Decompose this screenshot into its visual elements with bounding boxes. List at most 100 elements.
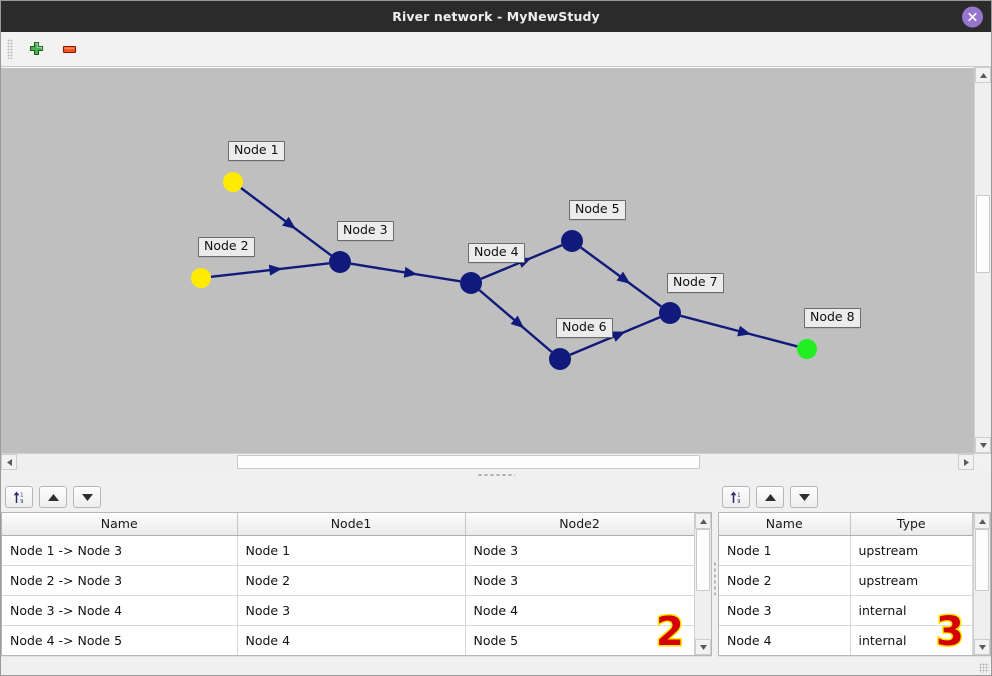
scroll-down-button[interactable] [975,437,991,453]
table-cell[interactable]: upstream [850,565,973,596]
column-header-name[interactable]: Name [2,513,238,536]
graph-node-label[interactable]: Node 5 [569,200,626,220]
table-cell[interactable]: Node 2 -> Node 3 [2,565,238,596]
graph-node[interactable] [329,251,351,273]
graph-node[interactable] [659,302,681,324]
canvas-hscroll-track[interactable] [17,454,958,470]
graph-node-label[interactable]: Node 2 [198,237,255,257]
reaches-vscroll-thumb[interactable] [696,529,710,591]
window-resize-grip-icon[interactable] [979,663,989,673]
nodes-vertical-scrollbar[interactable] [973,513,990,655]
sort-ascending-icon: 1 9 [13,491,23,505]
nodes-scroll-down-button[interactable] [974,639,990,655]
nodes-sort-button[interactable]: 1 9 [722,486,750,508]
nodes-vscroll-track[interactable] [974,529,990,639]
graph-node[interactable] [561,230,583,252]
table-cell[interactable]: internal [850,595,973,626]
graph-node[interactable] [549,348,571,370]
graph-node-label[interactable]: Node 7 [667,273,724,293]
graph-node[interactable] [797,339,817,359]
annotation-marker-3: 3 [935,609,966,655]
nodes-move-up-button[interactable] [756,486,784,508]
remove-node-button[interactable] [57,37,81,61]
table-cell[interactable]: Node 3 -> Node 4 [2,595,238,626]
graph-edge-arrow [268,264,283,276]
column-header-node1[interactable]: Node1 [237,513,466,536]
vertical-splitter-grip-icon [713,560,717,595]
graph-node-label[interactable]: Node 4 [468,243,525,263]
toolbar-drag-handle[interactable] [7,39,13,59]
table-cell[interactable]: Node 5 [465,625,694,655]
graph-edge-arrow [611,331,626,342]
table-cell[interactable]: Node 3 [237,595,466,626]
table-cell[interactable]: Node 1 -> Node 3 [2,535,238,566]
annotation-marker-2: 2 [655,609,686,655]
scroll-up-button[interactable] [975,67,991,83]
graph-node-label[interactable]: Node 3 [337,221,394,241]
canvas-vscroll-thumb[interactable] [976,195,990,273]
graph-node-label[interactable]: Node 1 [228,141,285,161]
reaches-scroll-up-button[interactable] [695,513,711,529]
table-cell[interactable]: upstream [850,535,973,566]
graph-node[interactable] [223,172,243,192]
column-header-name[interactable]: Name [719,513,851,536]
scroll-right-button[interactable] [958,454,974,470]
scroll-left-button[interactable] [1,454,17,470]
nodes-vscroll-thumb[interactable] [975,529,989,591]
reaches-scroll-down-button[interactable] [695,639,711,655]
canvas-horizontal-scrollbar[interactable] [1,453,991,471]
horizontal-splitter[interactable] [1,470,991,480]
nodes-move-down-button[interactable] [790,486,818,508]
triangle-down-icon [979,442,987,448]
close-button[interactable] [962,6,983,27]
table-cell[interactable]: Node 3 [719,595,851,626]
table-cell[interactable]: Node 2 [237,565,466,596]
table-cell[interactable]: Node 1 [719,535,851,566]
reaches-move-up-button[interactable] [39,486,67,508]
table-cell[interactable]: Node 3 [465,565,694,596]
canvas-vscroll-track[interactable] [975,83,991,437]
table-cell[interactable]: Node 3 [465,535,694,566]
graph-node-label[interactable]: Node 6 [556,318,613,338]
table-cell[interactable]: Node 4 [237,625,466,655]
graph-node[interactable] [460,272,482,294]
table-cell[interactable]: Node 4 [719,625,851,655]
graph-edge-arrow [282,216,296,229]
table-cell[interactable]: Node 1 [237,535,466,566]
graph-node-label[interactable]: Node 8 [804,308,861,328]
reaches-vscroll-track[interactable] [695,529,711,639]
svg-text:1: 1 [737,492,740,498]
graph-edge-arrow [510,315,525,329]
reaches-sort-button[interactable]: 1 9 [5,486,33,508]
table-cell[interactable]: Node 4 [465,595,694,626]
reaches-move-down-button[interactable] [73,486,101,508]
table-cell[interactable]: internal [850,625,973,655]
column-header-type[interactable]: Type [850,513,973,536]
vertical-splitter[interactable] [712,480,718,675]
column-header-node2[interactable]: Node2 [465,513,694,536]
table-cell[interactable]: Node 2 [719,565,851,596]
reaches-vertical-scrollbar[interactable] [694,513,711,655]
table-cell[interactable]: Node 4 -> Node 5 [2,625,238,655]
graph-node[interactable] [191,268,211,288]
add-node-button[interactable] [24,37,48,61]
canvas-vertical-scrollbar[interactable] [974,67,991,453]
main-toolbar [1,32,991,67]
canvas-hscroll-thumb[interactable] [237,455,700,469]
nodes-scroll-up-button[interactable] [974,513,990,529]
